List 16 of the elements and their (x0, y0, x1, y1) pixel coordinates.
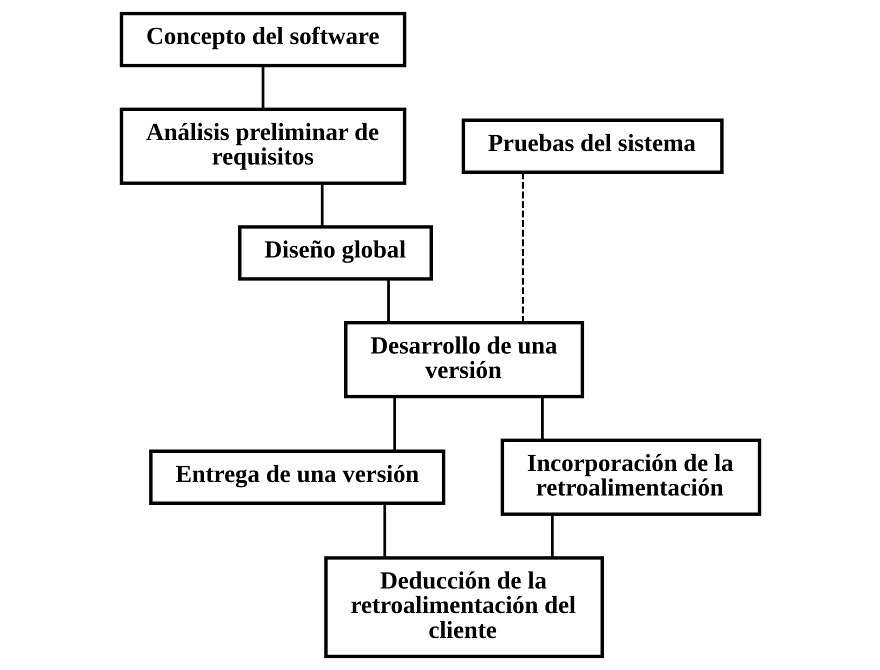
node-box: Diseño global (238, 225, 432, 281)
node-box: Análisis preliminar de requisitos (119, 108, 406, 185)
node-box: Incorporación de la retroalimentación (500, 438, 761, 516)
connector (540, 396, 544, 440)
node-box: Desarrollo de una versión (344, 320, 584, 398)
connector (550, 514, 554, 558)
connector (382, 504, 386, 558)
connector (261, 66, 264, 110)
connector (386, 279, 390, 323)
connector (521, 172, 524, 322)
node-box: Entrega de una versión (148, 450, 445, 505)
node-box: Pruebas del sistema (461, 118, 724, 174)
node-box: Concepto del software (119, 12, 406, 68)
connector (392, 396, 396, 452)
connector (320, 184, 324, 227)
node-box: Deducción de la retroalimentación del cliente (324, 556, 604, 658)
